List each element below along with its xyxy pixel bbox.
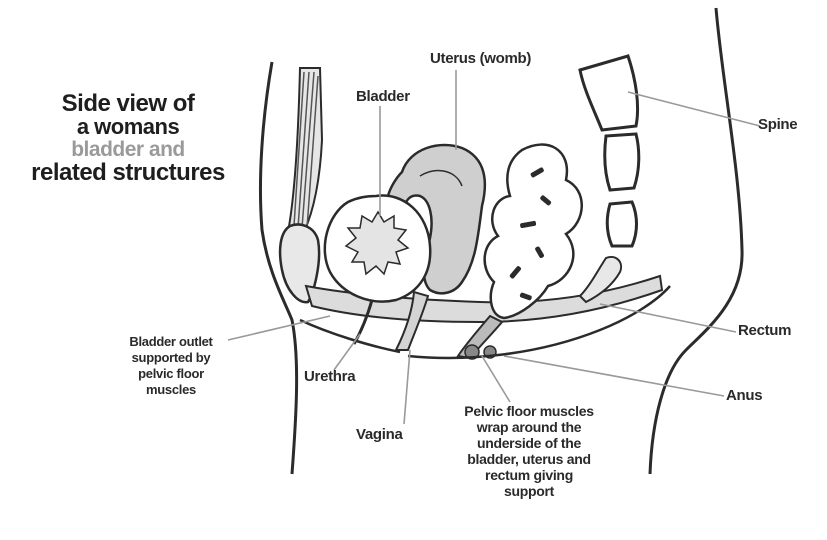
title-line-3: bladder and (6, 138, 250, 161)
abdominal-muscle (288, 68, 322, 232)
label-pelvic-floor: Pelvic floor muscles wrap around the und… (440, 403, 618, 499)
label-spine: Spine (758, 116, 797, 133)
back-outline (650, 8, 742, 474)
label-urethra: Urethra (304, 368, 355, 385)
spine-vertebrae (580, 56, 639, 246)
label-bladder: Bladder (356, 88, 410, 105)
rectum-bowel (485, 145, 582, 318)
title-line-4: related structures (6, 161, 250, 184)
label-bladder-outlet: Bladder outlet supported by pelvic floor… (108, 334, 234, 398)
label-rectum: Rectum (738, 322, 791, 339)
label-anus: Anus (726, 387, 762, 404)
label-uterus: Uterus (womb) (430, 50, 531, 67)
label-vagina: Vagina (356, 426, 403, 443)
title-line-1: Side view of (6, 92, 250, 115)
title-line-2: a womans (6, 115, 250, 138)
diagram-title: Side view of a womans bladder and relate… (6, 92, 250, 184)
